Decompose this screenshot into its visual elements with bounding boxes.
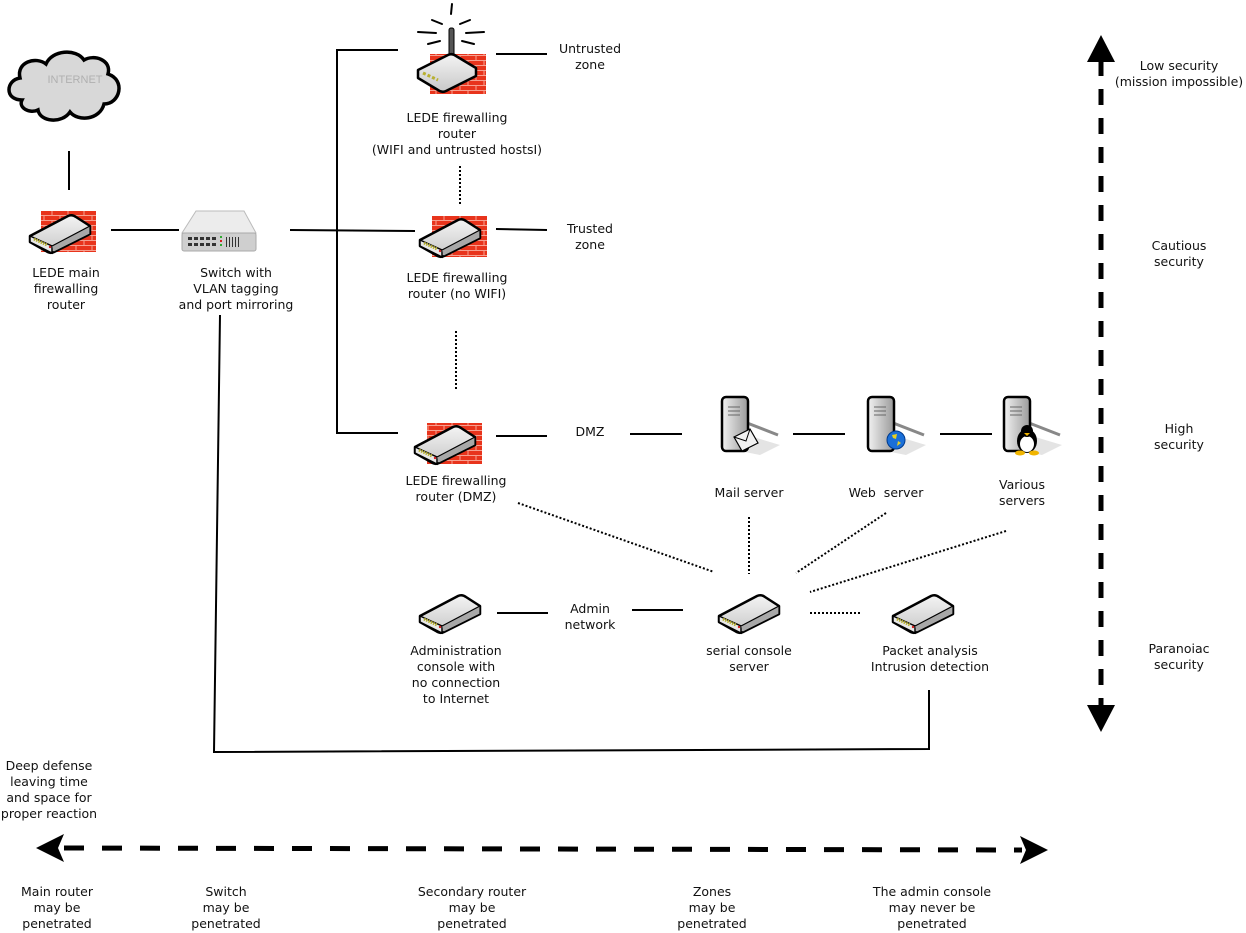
serial-console-icon (717, 593, 781, 635)
solid-links (68, 49, 992, 754)
dmz-router-label: LEDE firewalling router (DMZ) (405, 473, 507, 504)
defense-axis-arrow (36, 834, 1048, 864)
tux-icon (1015, 425, 1039, 456)
dmz-zone-label: DMZ (575, 424, 605, 439)
defense-step-zones: Zones may be penetrated (677, 884, 747, 931)
low-security-label: Low security (mission impossible) (1114, 58, 1244, 89)
switch-label: Switch with VLAN tagging and port mirror… (178, 265, 294, 312)
trusted-router-icon (418, 216, 487, 259)
defense-step-secondary-router: Secondary router may be penetrated (417, 884, 527, 931)
main-router-label: LEDE main firewalling router (32, 265, 100, 312)
trusted-zone-label: Trusted zone (567, 221, 613, 252)
admin-console-label: Administration console with no connectio… (410, 643, 502, 706)
link-trunk-bus (336, 49, 398, 434)
paranoiac-security-label: Paranoiac security (1148, 641, 1210, 672)
main-router-icon (28, 211, 96, 255)
dotted-links (455, 166, 1007, 614)
packet-analysis-label: Packet analysis Intrusion detection (870, 643, 990, 674)
packet-analysis-icon (891, 593, 955, 635)
deep-defense-label: Deep defense leaving time and space for … (0, 758, 98, 821)
security-axis-arrow (1087, 35, 1115, 732)
web-server-label: Web server (848, 485, 924, 500)
arrow-right-icon (1020, 836, 1048, 864)
cautious-security-label: Cautious security (1151, 238, 1207, 269)
link-trusted-router-zone (495, 228, 548, 231)
internet-label: INTERNET (48, 74, 103, 86)
link-mirror-packet-analysis (212, 314, 930, 754)
wifi-router-icon (416, 3, 486, 94)
mail-server-label: Mail server (714, 485, 784, 500)
high-security-label: High security (1154, 421, 1204, 452)
admin-console-icon (418, 593, 482, 635)
various-servers-label: Various servers (998, 477, 1046, 508)
internet-cloud-icon (7, 50, 121, 122)
switch-icon (181, 210, 257, 252)
admin-network-label: Admin network (564, 601, 616, 632)
dmz-router-icon (413, 423, 482, 466)
trusted-router-label: LEDE firewalling router (no WIFI) (406, 270, 508, 301)
link-switch-trunk (289, 229, 416, 232)
arrow-down-icon (1087, 705, 1115, 732)
web-server-icon (866, 395, 926, 455)
defense-step-admin-console: The admin console may never be penetrate… (872, 884, 992, 931)
defense-step-switch: Switch may be penetrated (191, 884, 261, 931)
wifi-router-label: LEDE firewalling router (WIFI and untrus… (371, 110, 543, 157)
arrow-left-icon (36, 834, 64, 862)
serial-console-label: serial console server (706, 643, 792, 674)
mail-server-icon (720, 395, 780, 455)
untrusted-zone-label: Untrusted zone (558, 41, 622, 72)
defense-step-main-router: Main router may be penetrated (21, 884, 93, 931)
arrow-up-icon (1087, 35, 1115, 62)
various-servers-icon (1002, 395, 1062, 456)
